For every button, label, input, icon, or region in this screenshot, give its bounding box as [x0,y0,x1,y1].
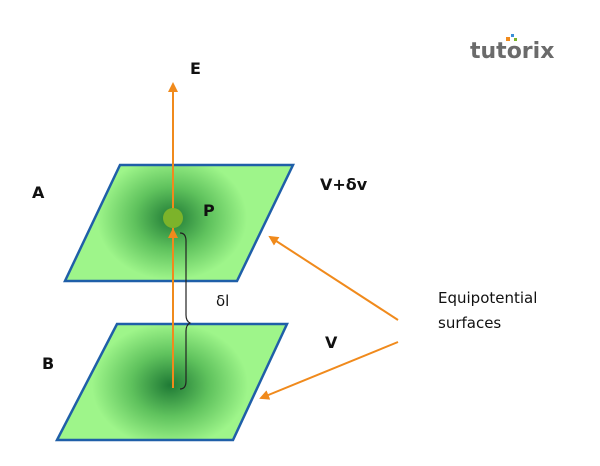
caption-line1: Equipotential [438,289,537,307]
label-e: E [190,59,201,78]
pointer-arrow-bottom [259,341,399,400]
label-a: A [32,183,45,202]
label-v-plus-dv: V+δv [320,175,368,194]
label-b: B [42,354,54,373]
distance-brace [179,232,192,390]
tutorix-logo: tutorix [470,34,554,64]
label-dl: δl [216,292,229,310]
label-v: V [325,333,338,352]
point-p [163,208,183,228]
label-p: P [203,201,215,220]
caption-line2: surfaces [438,314,501,332]
svg-text:tutorix: tutorix [470,39,554,64]
pointer-arrow-top [268,235,399,321]
